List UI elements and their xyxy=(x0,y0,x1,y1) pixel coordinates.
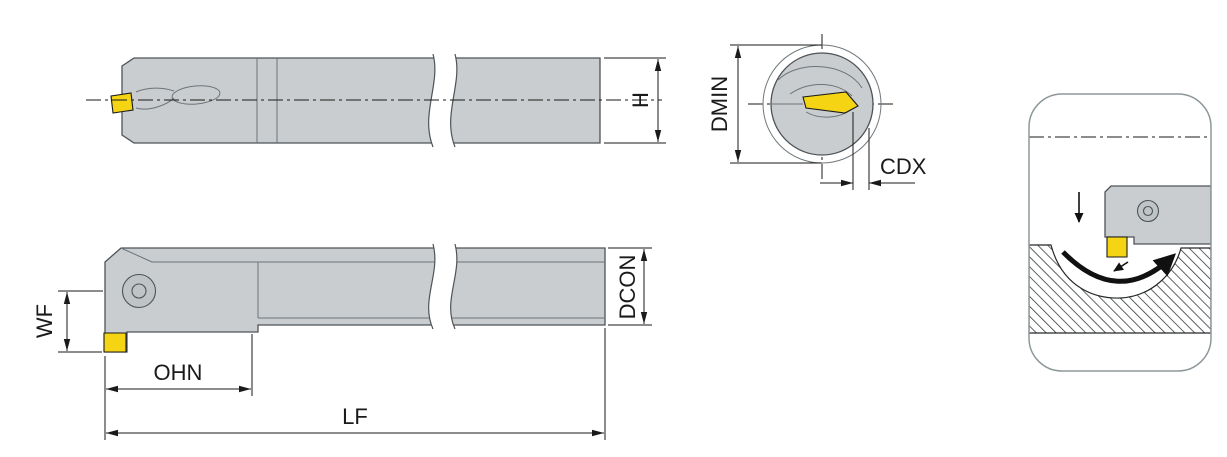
end-view: DMIN CDX xyxy=(707,34,927,190)
cutting-insert-side xyxy=(110,92,134,114)
dimension-dmin-label: DMIN xyxy=(707,76,732,132)
dimension-cdx: CDX xyxy=(820,112,927,190)
break-line-left xyxy=(428,53,436,148)
dimension-dcon-label: DCON xyxy=(615,255,640,320)
dimension-cdx-label: CDX xyxy=(880,154,927,179)
workpiece-section xyxy=(1029,244,1211,334)
application-panel xyxy=(1028,93,1212,372)
panel-border xyxy=(1028,93,1212,372)
panel-content xyxy=(1029,136,1211,334)
schematic-screw-socket xyxy=(1142,205,1154,217)
dimension-h: H xyxy=(604,57,666,144)
clamp-screw-socket xyxy=(131,283,147,299)
dimension-dcon: DCON xyxy=(608,247,652,326)
chamfer-line xyxy=(120,247,153,263)
dimension-dmin: DMIN xyxy=(707,44,822,164)
insert-feed-arrow xyxy=(1113,261,1129,272)
break-gap xyxy=(428,54,457,147)
clamp-detail-upper xyxy=(777,66,863,89)
clamp-detail-lower xyxy=(789,83,853,97)
dimension-wf: WF xyxy=(32,290,103,353)
top-view: DCON WF OHN LF xyxy=(32,243,652,440)
side-view: H xyxy=(86,53,666,148)
dimension-ohn: OHN xyxy=(104,334,253,440)
dimension-ohn-label: OHN xyxy=(154,360,203,385)
break-line-right xyxy=(450,243,458,330)
break-line-left xyxy=(428,243,436,330)
break-line-right xyxy=(450,53,458,148)
dimension-lf: LF xyxy=(106,328,606,440)
dimension-wf-label: WF xyxy=(32,304,57,338)
cutting-insert-top xyxy=(103,332,127,353)
dimension-lf-label: LF xyxy=(342,404,368,429)
dimension-h-label: H xyxy=(628,92,653,108)
schematic-insert xyxy=(1106,236,1128,258)
clamp-slot xyxy=(171,85,221,105)
machining-direction-arrow xyxy=(1061,250,1177,284)
cutting-insert-end xyxy=(802,91,859,114)
jaw-upper-line xyxy=(135,87,175,93)
tool-shank-top xyxy=(104,247,606,353)
break-gap xyxy=(428,244,457,329)
